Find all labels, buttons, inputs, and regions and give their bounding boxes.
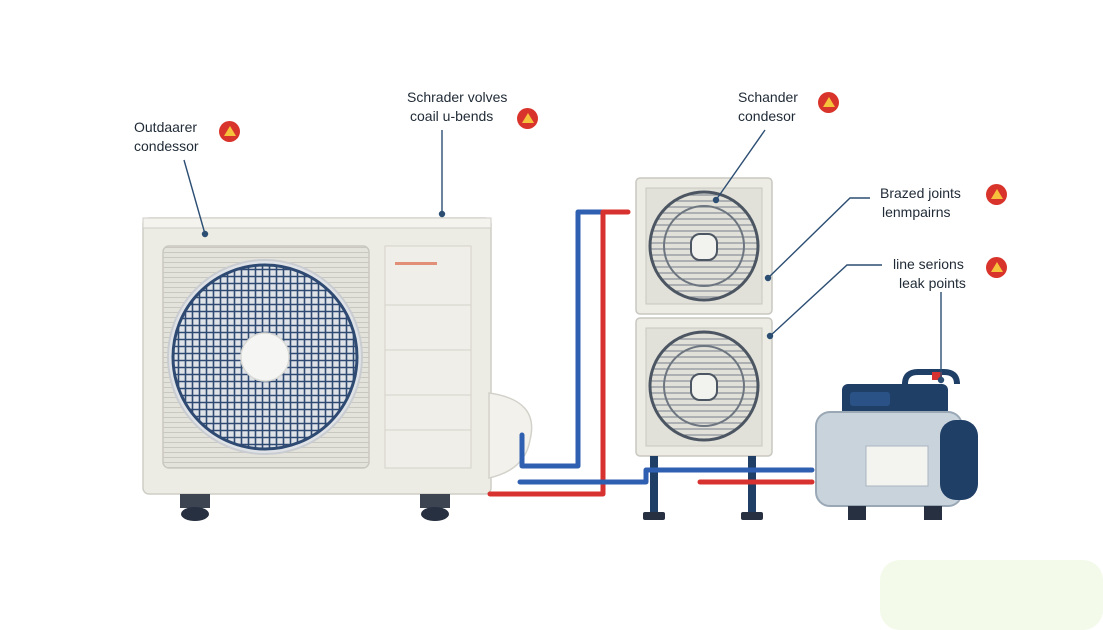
callout-line-1: Brazed joints: [880, 185, 961, 201]
stacked-condenser-lower: [635, 317, 773, 520]
callout-line-1: Outdaarer: [134, 119, 198, 135]
outdoor-condenser-unit: [142, 217, 533, 521]
warning-icon: [818, 92, 839, 113]
stacked-condenser-upper: [635, 177, 773, 315]
leader-lines: [183, 129, 945, 384]
callout-line-2: coail u-bends: [410, 108, 494, 124]
callout-line-2: lenmpairns: [882, 204, 951, 220]
callout-schander-condesor: Schander condesor: [738, 88, 798, 126]
warning-icon: [986, 184, 1007, 205]
callout-line-1: Schander: [738, 89, 798, 105]
fan-hub: [240, 332, 290, 382]
foot-left: [181, 507, 209, 521]
callout-line-2: leak points: [899, 275, 966, 291]
callout-brazed-joints: Brazed joints lenmpairns: [880, 184, 961, 222]
warning-icon: [986, 257, 1007, 278]
callout-line-1: Schrader volves: [407, 89, 508, 105]
callout-outdoor-condenser: Outdaarer condessor: [134, 118, 199, 156]
refrigerant-lines: [487, 209, 815, 497]
vacuum-pump: [815, 369, 978, 520]
callout-line-serions: line serions leak points: [893, 255, 966, 293]
warning-icon: [517, 108, 538, 129]
callout-line-2: condesor: [738, 108, 796, 124]
callout-line-1: line serions: [893, 256, 964, 272]
background-patch: [880, 560, 1103, 630]
callout-line-2: condessor: [134, 138, 199, 154]
foot-right: [421, 507, 449, 521]
warning-icon: [219, 121, 240, 142]
callout-schrader-valves: Schrader volves coail u-bends: [407, 88, 507, 126]
